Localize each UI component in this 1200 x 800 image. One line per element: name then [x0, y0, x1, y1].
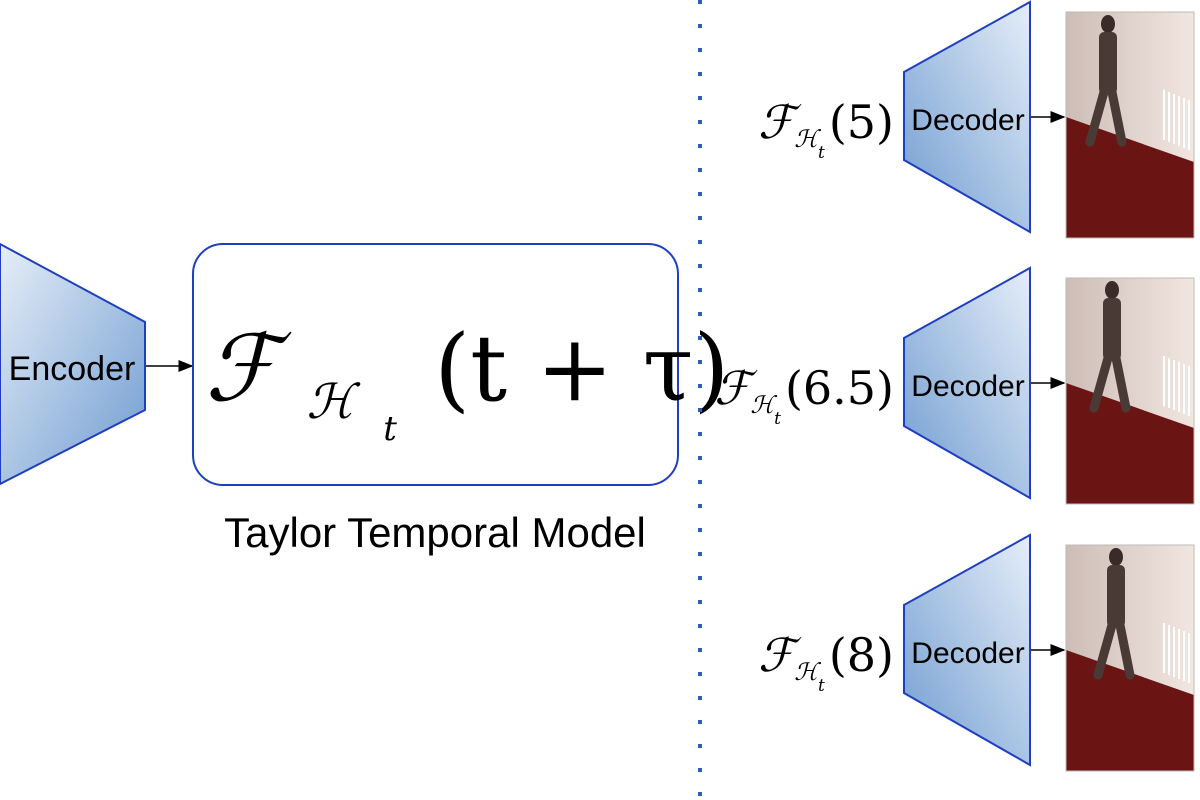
person-head — [1105, 281, 1119, 299]
decoder-formula-sub: ℋ — [794, 658, 821, 686]
decoder-formula-subsub: t — [818, 676, 825, 696]
person-torso — [1107, 565, 1125, 627]
formula-sub: ℋ — [307, 374, 361, 430]
predicted-frame-1 — [1065, 11, 1195, 239]
decoder-formula-arg: (8) — [829, 628, 894, 682]
predicted-frame-2 — [1065, 277, 1195, 505]
decoder-trapezoid — [903, 0, 1031, 234]
decoder-trapezoid — [903, 533, 1031, 767]
decoder-formula-arg: (5) — [829, 95, 894, 149]
encoder-block: Encoder — [0, 242, 146, 486]
decoder-formula: ℱℋt(6.5) — [714, 361, 894, 429]
temporal-model-formula: ℱ ℋ t (t + τ) — [205, 315, 729, 462]
decoder-label: Decoder — [911, 370, 1024, 403]
decoder-row: ℱℋt(6.5) Decoder — [714, 266, 1195, 505]
decoder-formula: ℱℋt(8) — [758, 628, 894, 696]
predicted-frame-3 — [1065, 544, 1195, 772]
person-head — [1101, 15, 1115, 33]
temporal-model-box — [192, 243, 679, 486]
temporal-model-caption: Taylor Temporal Model — [224, 509, 646, 556]
decoder-formula-subsub: t — [818, 143, 825, 163]
encoder-label: Encoder — [9, 350, 136, 388]
decoder-trapezoid — [903, 266, 1031, 500]
decoder-row: ℱℋt(5) Decoder — [758, 0, 1195, 239]
decoder-formula: ℱℋt(5) — [758, 95, 894, 163]
decoder-label: Decoder — [911, 637, 1024, 670]
person-torso — [1099, 32, 1117, 94]
encoder-trapezoid — [0, 242, 146, 486]
decoder-formula-arg: (6.5) — [785, 361, 894, 415]
decoder-formula-sub: ℋ — [750, 391, 777, 419]
decoder-formula-sub: ℋ — [794, 125, 821, 153]
decoder-formula-subsub: t — [774, 409, 781, 429]
formula-arg: (t + τ) — [434, 315, 729, 422]
decoder-label: Decoder — [911, 104, 1024, 137]
person-torso — [1103, 298, 1121, 360]
decoder-list: ℱℋt(5)Decoderℱℋt(6.5)Decoderℱℋt(8)Decode… — [714, 0, 1195, 772]
formula-subsub: t — [383, 409, 397, 449]
temporal-model-block: ℱ ℋ t (t + τ) Taylor Temporal Model — [192, 243, 729, 556]
person-head — [1109, 548, 1123, 566]
decoder-row: ℱℋt(8) Decoder — [758, 533, 1195, 772]
formula-func: ℱ — [205, 315, 292, 422]
